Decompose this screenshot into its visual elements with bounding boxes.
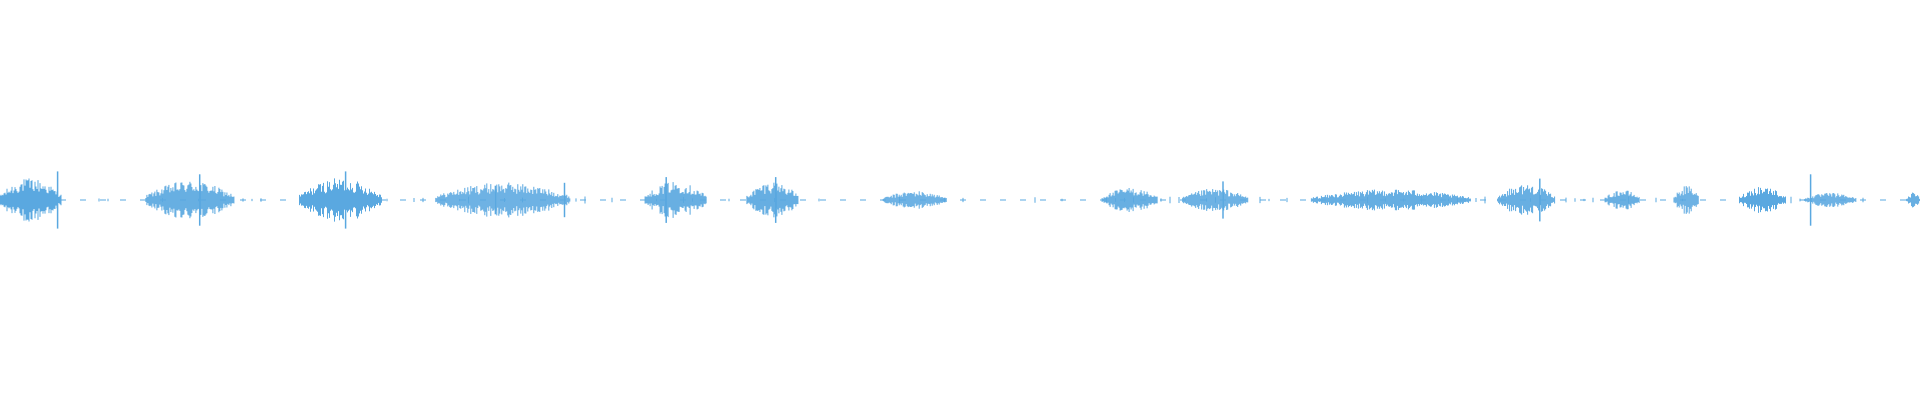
- waveform-segment: [1310, 189, 1471, 211]
- waveform-segment: [145, 181, 235, 219]
- waveform-segment: [746, 182, 799, 218]
- waveform-segment: [1804, 193, 1857, 207]
- waveform-segment: [1182, 189, 1249, 211]
- waveform-bars: [0, 171, 1920, 229]
- waveform-segment: [0, 178, 62, 222]
- waveform-segment: [882, 191, 947, 209]
- waveform-segment: [1497, 185, 1556, 215]
- waveform-segment: [1906, 192, 1920, 208]
- waveform-segment: [644, 182, 707, 218]
- waveform-segment: [1101, 188, 1158, 212]
- waveform-segment: [1673, 186, 1699, 214]
- waveform-segment: [1604, 190, 1640, 210]
- waveform-segment: [1739, 187, 1786, 213]
- waveform-segment: [435, 182, 571, 218]
- waveform-noise: [35, 196, 1864, 204]
